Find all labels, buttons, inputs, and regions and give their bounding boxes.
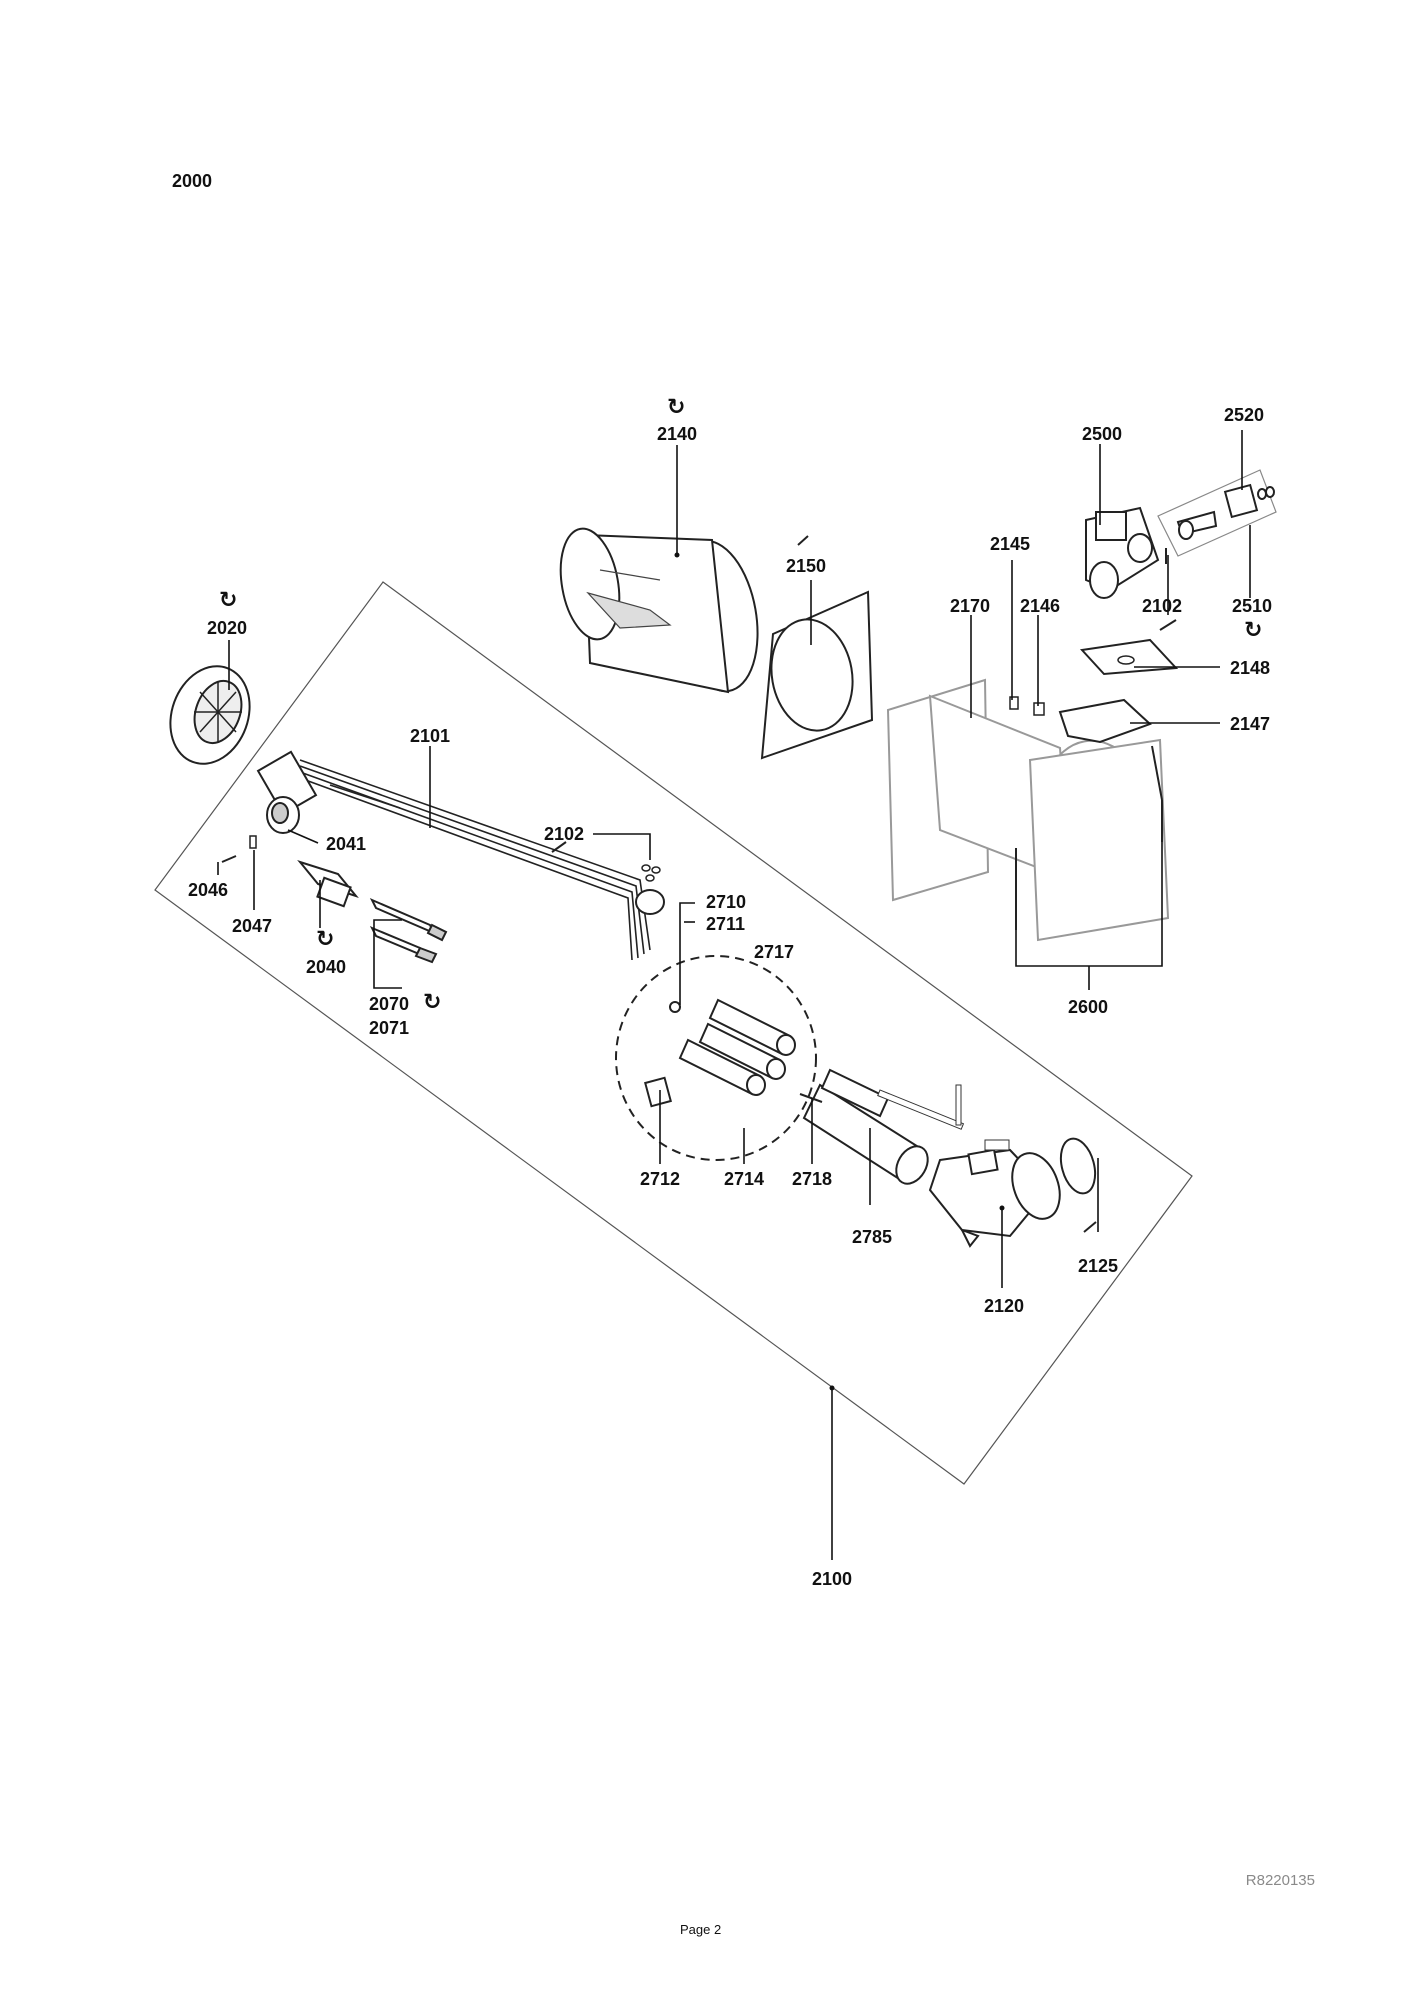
part-2140-casing: [559, 527, 759, 694]
label-2101: 2101: [410, 726, 451, 746]
label-2510: 2510: [1232, 596, 1273, 616]
part-2020-cover: [169, 665, 251, 765]
label-2150: 2150: [786, 556, 827, 576]
label-2071: 2071: [369, 1018, 410, 1038]
label-2148: 2148: [1230, 658, 1271, 678]
part-2101-harness: [256, 750, 665, 961]
part-2125-ring: [1059, 1137, 1097, 1195]
part-2170-housing: [886, 678, 1170, 942]
rotate-arrows-icon: ↻: [1244, 617, 1263, 642]
part-2040-connector: [297, 860, 359, 908]
leader-lines: [217, 430, 1251, 1560]
label-2102-valve: 2102: [1142, 596, 1183, 616]
label-2710: 2710: [706, 892, 747, 912]
part-2520-coil: [1223, 483, 1275, 519]
label-2041: 2041: [326, 834, 367, 854]
assembly-number: 2000: [172, 171, 213, 191]
assembly-2100-outline: [154, 581, 1193, 1485]
part-2785-tube: [802, 1068, 929, 1185]
label-2712: 2712: [640, 1169, 681, 1189]
rotate-arrows-icon: ↻: [219, 587, 238, 612]
label-2046: 2046: [188, 880, 229, 900]
label-2102-harness: 2102: [544, 824, 585, 844]
rotate-arrows-icon: ↻: [667, 394, 686, 419]
part-2510-box: [1157, 469, 1277, 557]
group-2717-outline: [615, 955, 817, 1161]
label-2125: 2125: [1078, 1256, 1119, 1276]
label-2070: 2070: [369, 994, 410, 1014]
label-2711: 2711: [706, 914, 746, 934]
label-2145: 2145: [990, 534, 1031, 554]
label-2047: 2047: [232, 916, 273, 936]
label-2600: 2600: [1068, 997, 1109, 1017]
drawing-code: R8220135: [1245, 1872, 1315, 1889]
label-2718: 2718: [792, 1169, 833, 1189]
label-2020: 2020: [207, 618, 248, 638]
part-2120-burner-head: [928, 1148, 1061, 1248]
page-number: Page 2: [680, 1922, 722, 1937]
part-2712-clip: [644, 1076, 672, 1108]
part-2071-probe: [369, 926, 438, 964]
label-2500: 2500: [1082, 424, 1123, 444]
label-2520: 2520: [1224, 405, 1265, 425]
label-2140: 2140: [657, 424, 698, 444]
part-2147-plate: [1058, 698, 1152, 744]
label-2717: 2717: [754, 942, 795, 962]
label-2785: 2785: [852, 1227, 893, 1247]
label-2100: 2100: [812, 1569, 853, 1589]
label-2120: 2120: [984, 1296, 1025, 1316]
label-2147: 2147: [1230, 714, 1271, 734]
part-2041-fitting: [266, 796, 300, 834]
rotate-arrows-icon: ↻: [316, 926, 335, 951]
part-2714-nozzles: [678, 998, 796, 1096]
part-2500-gas-valve: [1085, 506, 1160, 599]
part-2150-gasket: [760, 590, 874, 760]
label-2170: 2170: [950, 596, 991, 616]
part-2710-nut: [669, 1001, 681, 1013]
label-2146: 2146: [1020, 596, 1061, 616]
label-2714: 2714: [724, 1169, 765, 1189]
label-2040: 2040: [306, 957, 347, 977]
part-2070-probe: [369, 897, 448, 942]
rotate-arrows-icon: ↻: [423, 989, 442, 1014]
